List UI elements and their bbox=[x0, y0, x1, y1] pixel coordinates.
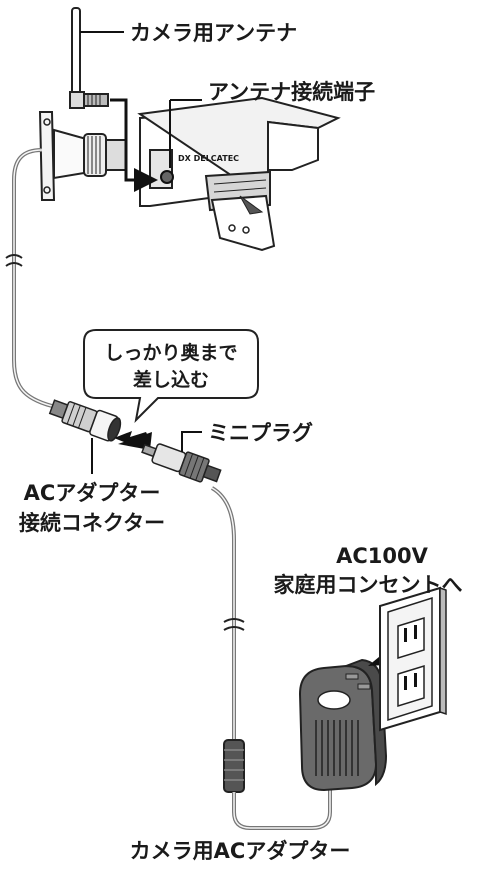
camera-stand-fin bbox=[210, 194, 276, 252]
ac-adapter-connector bbox=[48, 399, 122, 442]
label-camera-antenna: カメラ用アンテナ bbox=[130, 21, 297, 45]
cable-break-mark-2 bbox=[223, 618, 245, 623]
label-camera-adapter: カメラ用ACアダプター bbox=[130, 839, 351, 863]
callout-line2: 差し込む bbox=[133, 368, 209, 391]
label-outlet-line1: AC100V bbox=[336, 544, 428, 568]
ac-adapter bbox=[298, 658, 388, 792]
ball-joint bbox=[83, 133, 127, 177]
camera-antenna bbox=[69, 7, 109, 109]
camera-illustration: DX DELCATEC bbox=[38, 96, 341, 252]
wall-outlet bbox=[379, 586, 447, 732]
callout-line1: しっかり奥まで bbox=[104, 341, 237, 364]
label-mini-plug: ミニプラグ bbox=[208, 421, 313, 445]
cable-break-mark bbox=[5, 254, 23, 259]
wall-bracket bbox=[38, 111, 56, 201]
ferrite-core bbox=[223, 739, 245, 793]
callout-balloon bbox=[83, 329, 259, 423]
label-outlet-line2: 家庭用コンセントへ bbox=[274, 573, 463, 597]
adapter-cable bbox=[210, 486, 236, 740]
label-adapter-connector-line1: ACアダプター bbox=[24, 481, 161, 505]
label-antenna-terminal: アンテナ接続端子 bbox=[208, 80, 375, 104]
label-adapter-connector-line2: 接続コネクター bbox=[19, 511, 165, 535]
antenna-port-arrow bbox=[110, 98, 158, 192]
insert-arrow bbox=[114, 431, 148, 446]
antenna-port bbox=[160, 170, 174, 184]
brand-logo: DX DELCATEC bbox=[178, 154, 239, 163]
leader-mini-plug bbox=[181, 431, 202, 452]
mini-plug bbox=[141, 443, 222, 483]
